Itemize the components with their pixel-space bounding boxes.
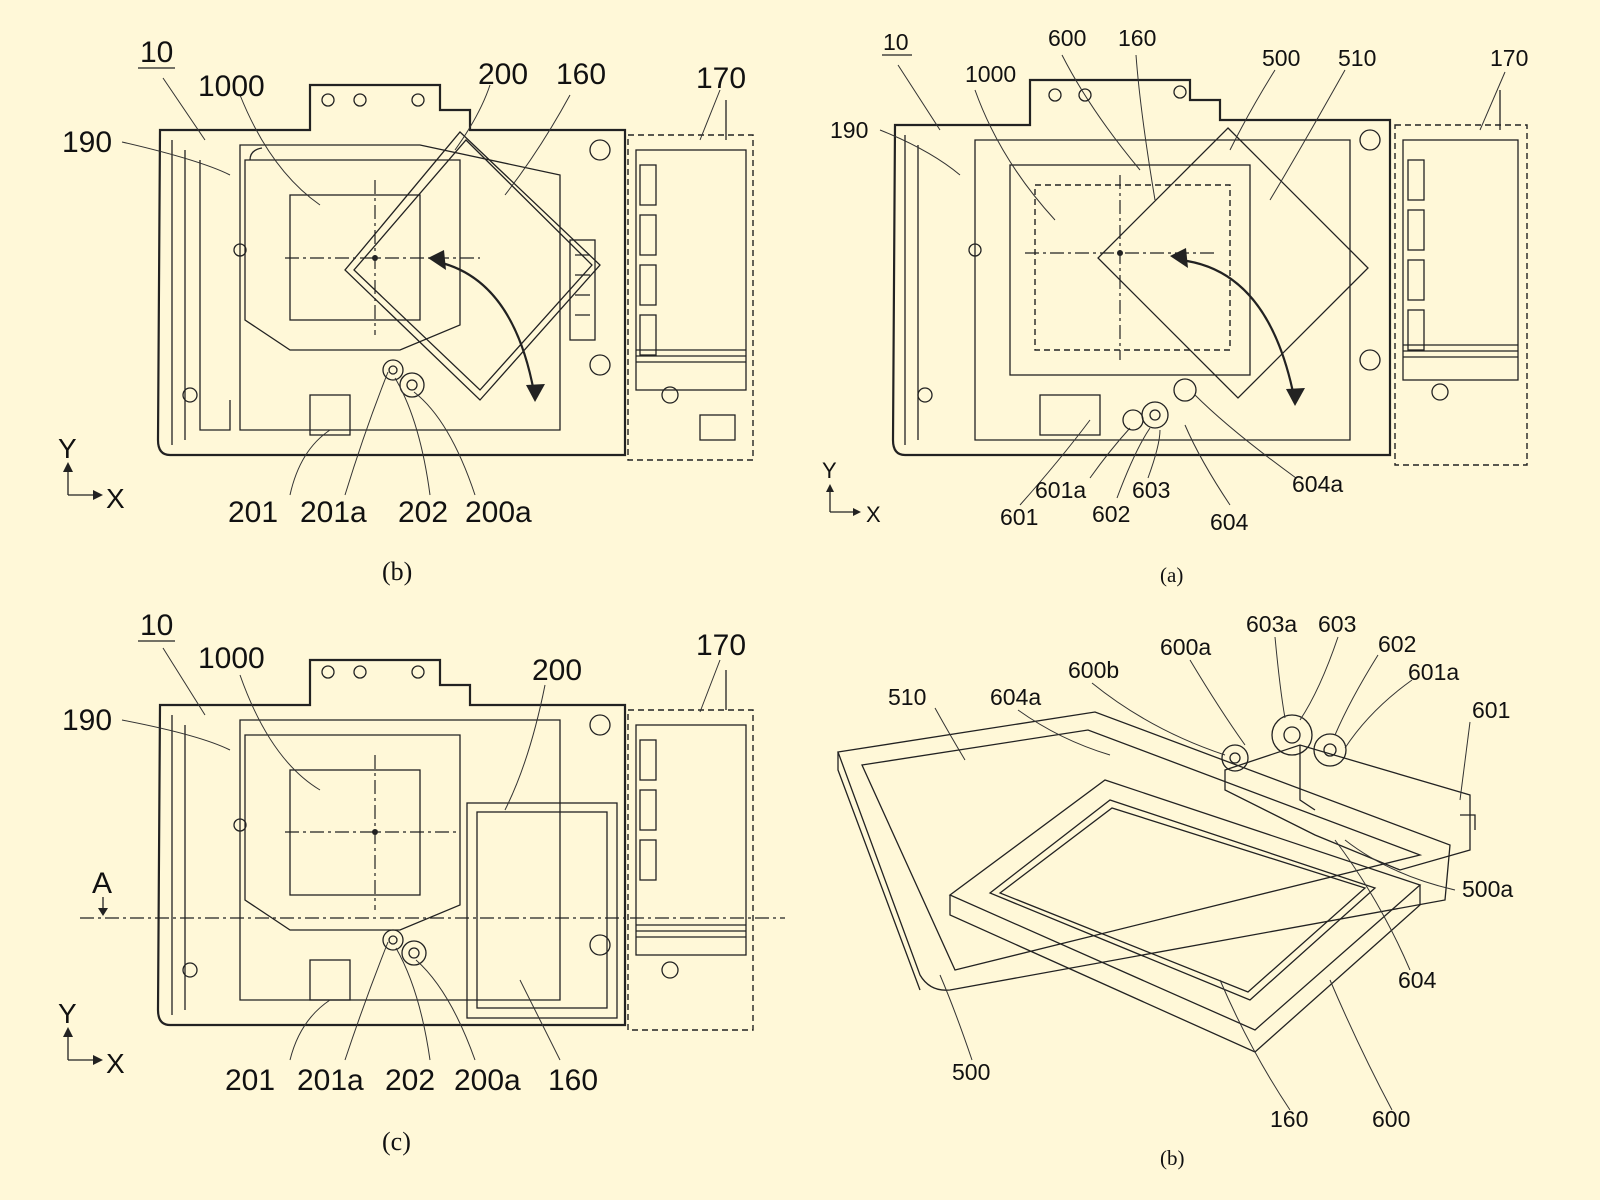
ref-190: 190	[62, 126, 112, 159]
ref-190: 190	[830, 117, 868, 143]
caption-b-top: (b)	[382, 557, 412, 586]
battery-compartment-170	[628, 670, 753, 1030]
ref-510: 510	[1338, 45, 1376, 71]
ref-500: 500	[952, 1059, 990, 1085]
camera-body-outline	[158, 85, 625, 455]
ref-190: 190	[62, 704, 112, 737]
ref-603a: 603a	[1246, 611, 1297, 637]
ref-200: 200	[532, 654, 582, 687]
ref-600: 600	[1048, 25, 1086, 51]
axis-x-label: X	[866, 502, 881, 527]
rotating-monitor-160	[345, 132, 600, 402]
ref-200a: 200a	[454, 1064, 521, 1097]
ref-201: 201	[228, 496, 278, 529]
gears	[383, 360, 424, 397]
ref-510: 510	[888, 684, 926, 710]
monitor-160-frame-600	[950, 780, 1420, 1052]
monitor-160-retracted	[467, 803, 617, 1018]
ref-170: 170	[696, 62, 746, 95]
ref-1000: 1000	[965, 61, 1016, 87]
caption-a: (a)	[1160, 563, 1183, 587]
battery-compartment-170	[628, 100, 753, 460]
ref-160: 160	[1118, 25, 1156, 51]
ref-1000: 1000	[198, 70, 265, 103]
ref-201a: 201a	[297, 1064, 364, 1097]
ref-500: 500	[1262, 45, 1300, 71]
ref-A: A	[92, 867, 112, 900]
ref-160: 160	[556, 58, 606, 91]
ref-603: 603	[1132, 477, 1170, 503]
camera-body-outline	[893, 80, 1390, 455]
ref-202: 202	[398, 496, 448, 529]
ref-604: 604	[1398, 967, 1437, 993]
panel-top-right: 10 1000 190 600 160 500 510 170 601a 601…	[822, 25, 1528, 587]
axis-indicator: Y X	[58, 433, 125, 514]
hinge-gears-and-motor-601	[1222, 715, 1475, 870]
ref-601a: 601a	[1035, 477, 1086, 503]
ref-603: 603	[1318, 611, 1356, 637]
ref-160: 160	[1270, 1106, 1308, 1132]
axis-x-label: X	[106, 1048, 125, 1079]
ref-10: 10	[140, 36, 173, 69]
axis-indicator: Y X	[58, 998, 125, 1079]
battery-compartment-170	[1395, 90, 1527, 465]
gears	[1123, 379, 1196, 430]
ref-170: 170	[1490, 45, 1528, 71]
caption-c: (c)	[382, 1127, 411, 1156]
rotated-frame-500-510	[1098, 128, 1368, 406]
axis-y-label: Y	[58, 433, 77, 464]
ref-604a: 604a	[990, 684, 1041, 710]
ref-10: 10	[883, 29, 909, 55]
leader-lines	[122, 78, 720, 495]
ref-601: 601	[1472, 697, 1510, 723]
ref-604a: 604a	[1292, 471, 1343, 497]
ref-160: 160	[548, 1064, 598, 1097]
axis-y-label: Y	[58, 998, 77, 1029]
ref-170: 170	[696, 629, 746, 662]
ref-602: 602	[1378, 631, 1416, 657]
panel-top-left: 10 1000 190 200 160 170 201 201a 202 200…	[58, 36, 753, 586]
axis-indicator: Y X	[822, 458, 881, 527]
ref-600a: 600a	[1160, 634, 1211, 660]
axis-y-label: Y	[822, 458, 837, 483]
section-line-A	[80, 897, 785, 918]
sensor-unit	[245, 160, 480, 350]
ref-200a: 200a	[465, 496, 532, 529]
ref-601: 601	[1000, 504, 1038, 530]
camera-body-outline	[158, 660, 625, 1025]
ref-201a: 201a	[300, 496, 367, 529]
gears	[383, 930, 426, 965]
ref-500a: 500a	[1462, 876, 1513, 902]
ref-602: 602	[1092, 501, 1130, 527]
ref-600: 600	[1372, 1106, 1410, 1132]
ref-10: 10	[140, 609, 173, 642]
ref-201: 201	[225, 1064, 275, 1097]
ref-601a: 601a	[1408, 659, 1459, 685]
panel-bottom-right: 510 604a 600b 600a 603a 603 602 601a 601…	[838, 611, 1513, 1170]
ref-202: 202	[385, 1064, 435, 1097]
frame-500-510	[838, 712, 1450, 990]
ref-1000: 1000	[198, 642, 265, 675]
ref-200: 200	[478, 58, 528, 91]
sensor-unit	[245, 735, 460, 930]
leader-lines	[880, 55, 1505, 505]
caption-b-bottom: (b)	[1160, 1146, 1185, 1170]
panel-bottom-left: 10 1000 190 200 170 A 201 201a 202 200a …	[58, 609, 785, 1156]
ref-604: 604	[1210, 509, 1249, 535]
ref-600b: 600b	[1068, 657, 1119, 683]
axis-x-label: X	[106, 483, 125, 514]
